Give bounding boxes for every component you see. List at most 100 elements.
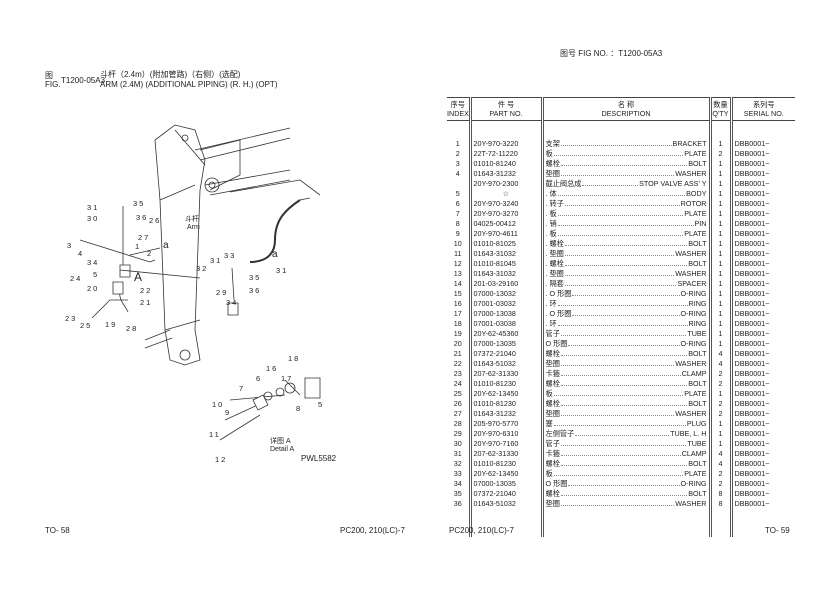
index-cell: 21 <box>453 348 462 358</box>
desc-cn: 螺栓 <box>545 158 560 168</box>
qty-cell: 1 <box>708 218 731 229</box>
qty-cell: 2 <box>708 398 731 409</box>
qty-cell: 1 <box>708 268 731 279</box>
index-cell: 13 <box>453 268 462 278</box>
qty-cell: 4 <box>708 448 731 459</box>
desc-cn: 卡箍 <box>545 368 560 378</box>
leader-dots <box>560 489 688 496</box>
desc-en: O-RING <box>680 338 707 348</box>
part-no-cell: 01643-31232 <box>468 168 542 179</box>
serial-cell: DBB0001~ <box>729 438 795 449</box>
detail-label-en: Detail A <box>270 446 295 453</box>
part-no-cell: 01010-81230 <box>468 458 542 469</box>
serial-cell: DBB0001~ <box>729 398 795 409</box>
serial-cell: DBB0001~ <box>729 348 795 359</box>
desc-en: PLATE <box>684 208 707 218</box>
qty-cell: 2 <box>708 408 731 419</box>
part-no-cell: 205-970-5770 <box>468 418 542 429</box>
qty-cell: 1 <box>708 138 731 149</box>
desc-en: PLATE <box>684 388 707 398</box>
qty-cell: 1 <box>708 198 731 209</box>
desc-cn: O 形圈 <box>545 478 568 488</box>
desc-cn: 垫圈 <box>545 358 560 368</box>
part-no-cell: 20Y-62-13450 <box>468 468 542 479</box>
part-no-cell: 07000-13035 <box>468 338 542 349</box>
desc-en: WASHER <box>675 358 707 368</box>
desc-cn: . 转子 <box>545 198 564 208</box>
callout: 20 <box>87 284 100 293</box>
index-cell: 11 <box>454 248 462 258</box>
callout: 21 <box>140 298 153 307</box>
leader-dots <box>564 269 675 276</box>
index-cell: 36 <box>453 498 462 508</box>
desc-cn: . O 形圈 <box>545 288 572 298</box>
part-no-cell: 01643-31032 <box>468 248 542 259</box>
index-cell: 22 <box>453 358 462 368</box>
desc-en: TUBE, L. H <box>670 428 707 438</box>
part-no-cell: 01010-81240 <box>468 158 542 169</box>
index-cell: 35 <box>453 488 462 498</box>
index-cell: 31 <box>453 448 462 458</box>
callout: 34 <box>226 298 239 307</box>
desc-en: PLATE <box>684 228 707 238</box>
desc-en: WASHER <box>675 498 707 508</box>
callout: 23 <box>65 314 78 323</box>
leader-dots <box>557 189 686 196</box>
qty-cell: 1 <box>708 418 731 429</box>
serial-cell: DBB0001~ <box>729 318 795 329</box>
index-cell: 1 <box>455 138 460 148</box>
serial-cell: DBB0001~ <box>729 448 795 459</box>
callout: 32 <box>196 264 209 273</box>
desc-en: BOLT <box>688 398 707 408</box>
part-no-cell: 07000-13032 <box>468 288 542 299</box>
callout: 26 <box>149 216 162 225</box>
callout: 3 <box>67 241 74 250</box>
desc-cn: . 环 <box>545 298 557 308</box>
part-no-cell: 20Y-970-6310 <box>468 428 542 439</box>
header-index-cn: 序号 <box>450 100 465 109</box>
part-no-cell: 20Y-62-45360 <box>468 328 542 339</box>
leader-dots <box>553 149 684 156</box>
part-no-cell: 01010-81045 <box>468 258 542 269</box>
part-no-cell: 201-03-29160 <box>468 278 542 289</box>
callout: 16 <box>266 364 279 373</box>
serial-cell: DBB0001~ <box>729 358 795 369</box>
qty-cell: 1 <box>708 388 731 399</box>
qty-cell: 1 <box>708 288 731 299</box>
desc-en: WASHER <box>675 248 707 258</box>
leader-dots <box>568 339 680 346</box>
callout: 2 <box>147 249 154 258</box>
qty-cell: 1 <box>708 238 731 249</box>
index-cell: 5 <box>455 188 460 198</box>
drawing-number: PWL5582 <box>301 454 337 463</box>
leader-dots <box>575 429 670 436</box>
index-cell: 20 <box>453 338 462 348</box>
title-cn: 斗杆（2.4m）(附加管路)（右侧）(选配) <box>100 70 241 79</box>
qty-cell: 1 <box>708 188 731 199</box>
desc-cn: . 螺栓 <box>545 258 564 268</box>
callout: 35 <box>133 199 146 208</box>
desc-cn: 垫圈 <box>545 498 560 508</box>
header-index: INDEX <box>447 109 469 118</box>
qty-cell: 1 <box>708 208 731 219</box>
leader-dots <box>560 439 687 446</box>
right-model: PC200, 210(LC)-7 <box>449 526 514 535</box>
leader-dots <box>568 479 680 486</box>
serial-cell: DBB0001~ <box>729 458 795 469</box>
serial-cell: DBB0001~ <box>729 408 795 419</box>
qty-cell: 2 <box>708 368 731 379</box>
leader-dots <box>560 459 688 466</box>
desc-en: BOLT <box>688 258 707 268</box>
leader-dots <box>560 349 688 356</box>
qty-cell: 2 <box>708 148 731 159</box>
index-cell: 14 <box>453 278 462 288</box>
